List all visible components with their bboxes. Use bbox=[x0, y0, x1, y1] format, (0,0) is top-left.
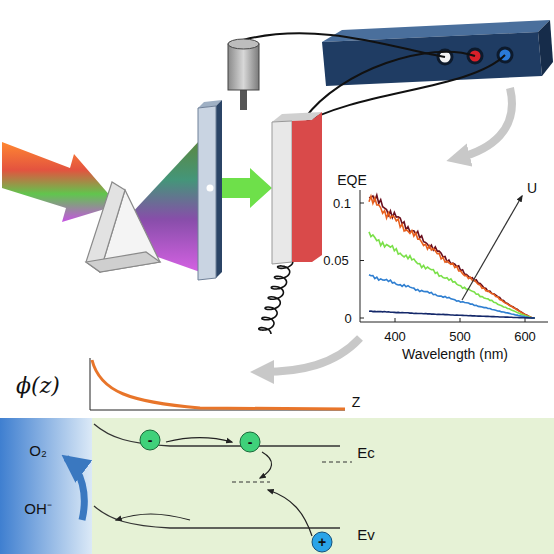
reaction-arrow bbox=[66, 458, 84, 520]
prism bbox=[86, 182, 160, 272]
band-label: Ev bbox=[357, 527, 375, 542]
slit-plate bbox=[198, 100, 222, 280]
charge-sign: + bbox=[318, 535, 326, 549]
coil-wire bbox=[259, 262, 293, 334]
band-edges bbox=[94, 424, 340, 528]
axis-title: EQE bbox=[337, 173, 367, 187]
phi-plot bbox=[90, 358, 345, 410]
band-label: Ec bbox=[357, 445, 375, 460]
bias-arrow bbox=[462, 196, 522, 300]
trap-levels bbox=[232, 462, 352, 482]
eqe-curve bbox=[369, 311, 535, 318]
charge-sign: - bbox=[148, 433, 153, 447]
tick-label: 400 bbox=[384, 330, 406, 343]
tick-label: 0 bbox=[344, 312, 351, 325]
wires bbox=[243, 33, 505, 125]
species-label: OH⁻ bbox=[24, 501, 52, 516]
axis-title: Z bbox=[352, 395, 361, 409]
carriers bbox=[140, 430, 332, 552]
tick-label: 0.1 bbox=[333, 197, 351, 210]
electrolyte bbox=[0, 418, 92, 554]
axis-title: ϕ(z) bbox=[16, 375, 60, 397]
eqe-curve bbox=[369, 232, 535, 318]
eqe-curve bbox=[369, 195, 535, 318]
species-label: O₂ bbox=[29, 443, 47, 458]
flow-arrow bbox=[458, 88, 512, 158]
light-beam bbox=[2, 142, 118, 222]
charge-sign: - bbox=[248, 435, 253, 449]
tick-label: 600 bbox=[514, 330, 536, 343]
eqe-curves bbox=[369, 195, 535, 318]
photoelectrode-cell bbox=[272, 112, 322, 264]
eqe-curve bbox=[369, 196, 535, 318]
flow-arrow bbox=[262, 338, 360, 372]
semiconductor bbox=[92, 418, 554, 554]
tick-label: 0.05 bbox=[323, 254, 348, 267]
axis-title: Wavelength (nm) bbox=[402, 347, 508, 361]
chopper bbox=[228, 39, 259, 110]
chart-axes bbox=[360, 190, 548, 322]
eqe-curve bbox=[369, 275, 535, 318]
carrier-arrows bbox=[116, 438, 312, 537]
tick-label: 500 bbox=[449, 330, 471, 343]
variable-label: U bbox=[527, 181, 537, 195]
monochromatic-beam bbox=[222, 168, 272, 208]
